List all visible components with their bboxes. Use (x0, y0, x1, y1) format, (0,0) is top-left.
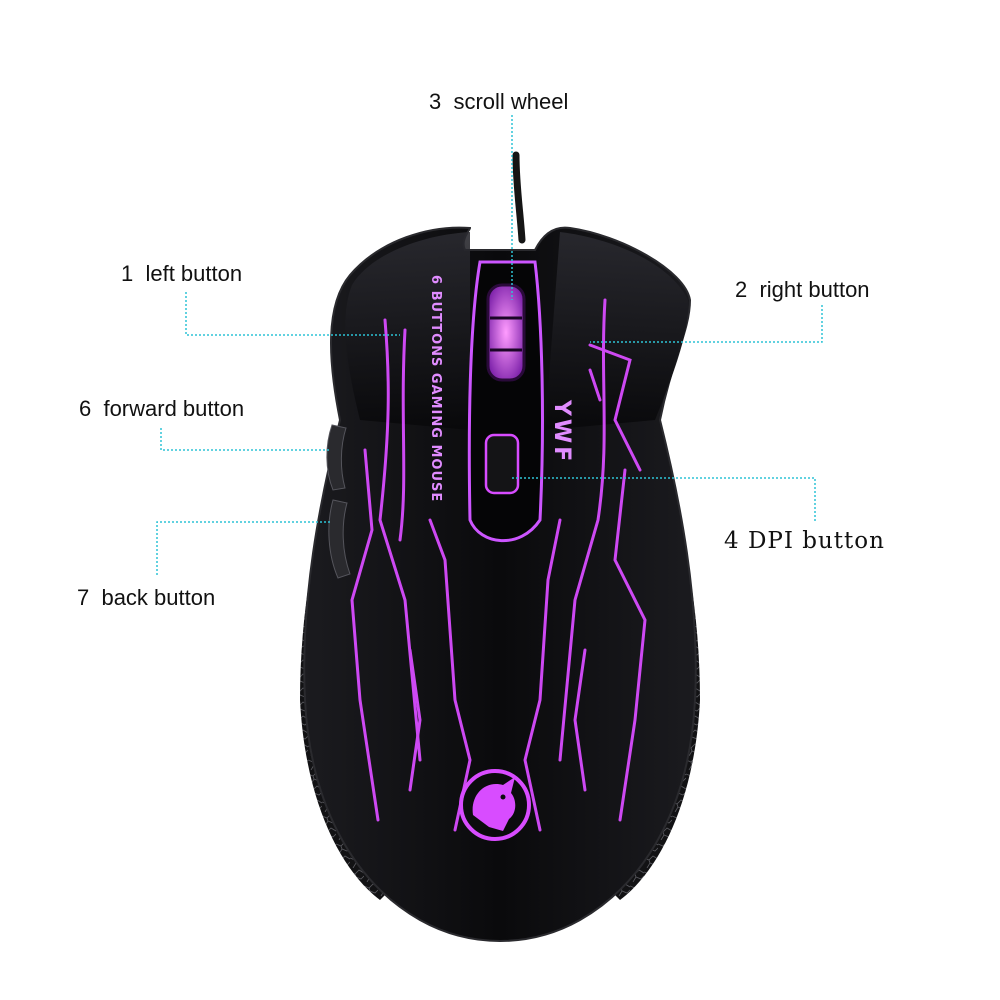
mouse-cable (512, 151, 526, 244)
side-product-text: 6 BUTTONS GAMING MOUSE (428, 275, 443, 502)
forward-side-button (326, 424, 347, 491)
label-left-button: 1 left button (121, 261, 243, 286)
label-right-button: 2 right button (735, 277, 870, 302)
leader-forward-button (160, 428, 330, 451)
label-back-button: 7 back button (77, 585, 216, 610)
scroll-wheel (486, 283, 526, 382)
leader-dpi-button (512, 477, 816, 523)
right-button-surface (545, 232, 689, 430)
label-scroll-wheel: 3 scroll wheel (429, 89, 569, 114)
label-forward-button: 6 forward button (79, 396, 245, 421)
leader-left-button (185, 292, 400, 336)
wolf-emblem-icon (459, 769, 531, 841)
brand-logo-text: YWF (549, 399, 574, 464)
leader-back-button (156, 521, 330, 575)
back-side-button (328, 499, 351, 579)
dpi-button (484, 433, 520, 495)
leader-lines (156, 115, 823, 575)
glow-lines (350, 298, 647, 832)
label-dpi-button: 4 DPI button (724, 528, 885, 554)
leader-right-button (590, 305, 823, 343)
left-button-surface (345, 232, 470, 430)
